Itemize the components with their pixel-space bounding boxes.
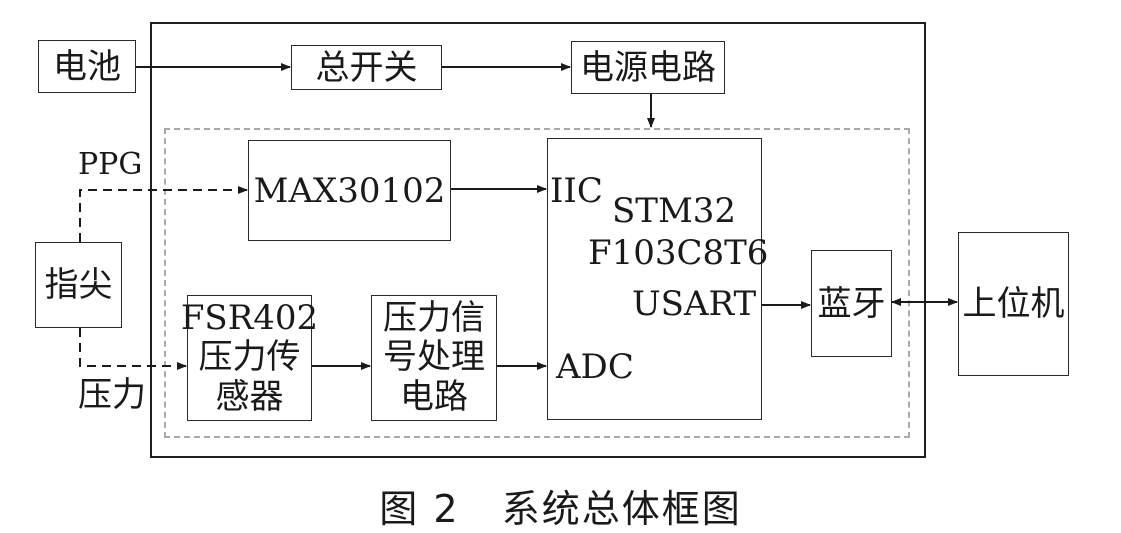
port-adc-label: ADC <box>556 347 634 387</box>
pressure-processing-line3: 电路 <box>400 376 468 417</box>
max30102-box: MAX30102 <box>248 140 451 241</box>
fsr402-sensor-box: FSR402 压力传 感器 <box>181 295 318 421</box>
wire-fingertip-to-fsr402 <box>79 328 187 370</box>
host-computer-label: 上位机 <box>962 284 1065 324</box>
signal-pressure-label: 压力 <box>78 375 146 415</box>
stm32-label-line2: F103C8T6 <box>588 233 769 273</box>
fingertip-box: 指尖 <box>35 242 122 328</box>
main-switch-box: 总开关 <box>291 45 442 90</box>
figure-caption: 图 2 系统总体框图 <box>0 478 1121 533</box>
caption-spacer <box>460 487 502 531</box>
wire-fingertip-to-max30102 <box>79 186 248 242</box>
pressure-processing-line2: 号处理 <box>383 337 485 378</box>
max30102-label: MAX30102 <box>253 170 446 211</box>
port-usart-label: USART <box>632 284 757 324</box>
battery-box: 电池 <box>38 40 136 93</box>
bluetooth-label: 蓝牙 <box>817 283 886 324</box>
power-circuit-box: 电源电路 <box>571 41 725 94</box>
fsr402-label-line1: FSR402 <box>180 297 319 338</box>
fsr402-label-line2: 压力传 <box>198 337 301 378</box>
main-switch-label: 总开关 <box>315 47 418 88</box>
battery-label: 电池 <box>53 46 121 87</box>
pressure-processing-line1: 压力信 <box>383 297 485 338</box>
figure-title: 系统总体框图 <box>501 487 742 531</box>
core-module-boundary <box>164 128 910 438</box>
bluetooth-box: 蓝牙 <box>811 250 892 357</box>
port-iic-label: IIC <box>550 171 603 211</box>
pressure-processing-box: 压力信 号处理 电路 <box>371 295 497 421</box>
host-computer-box: 上位机 <box>958 232 1069 376</box>
system-enclosure <box>150 22 926 458</box>
signal-ppg-label: PPG <box>78 147 143 182</box>
figure-number: 图 2 <box>379 487 460 531</box>
stm32-label-line1: STM32 <box>612 191 737 231</box>
fsr402-label-line3: 感器 <box>215 376 284 417</box>
power-circuit-label: 电源电路 <box>580 47 716 88</box>
stm32-mcu-box <box>547 138 762 420</box>
fingertip-label: 指尖 <box>44 265 113 305</box>
